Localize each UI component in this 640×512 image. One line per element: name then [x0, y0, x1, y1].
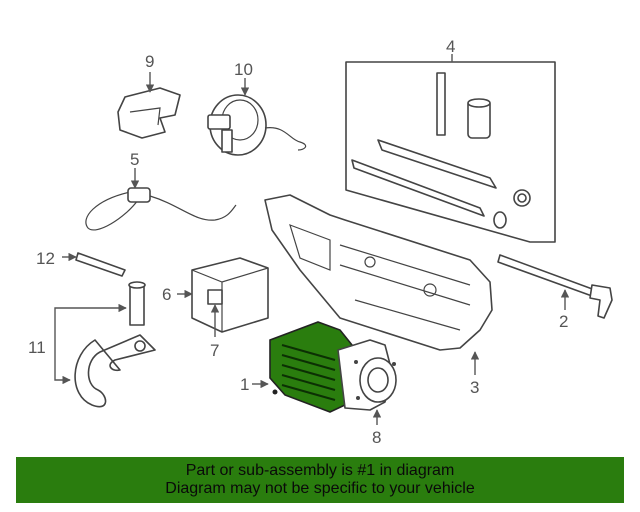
part-9-bracket	[117, 72, 181, 139]
callout-2: 2	[559, 312, 568, 331]
callout-10: 10	[234, 60, 253, 79]
part-12-pin	[62, 252, 126, 277]
part-11-hook	[54, 281, 156, 408]
part-1-winch-highlighted	[252, 321, 353, 413]
callout-6: 6	[162, 285, 171, 304]
callout-5: 5	[130, 150, 139, 169]
callout-8: 8	[372, 428, 381, 447]
callout-11: 11	[28, 338, 46, 357]
callout-7: 7	[210, 341, 219, 360]
callout-12: 12	[36, 249, 55, 268]
callout-3: 3	[470, 378, 479, 397]
part-8-hub	[337, 339, 397, 425]
part-4-kit	[345, 54, 556, 243]
part-2-rod	[497, 254, 613, 319]
part-6-module	[177, 257, 269, 337]
banner-line-2: Diagram may not be specific to your vehi…	[165, 480, 475, 497]
part-3-frame	[264, 194, 493, 375]
callout-1: 1	[240, 375, 249, 394]
part-10-sensor	[207, 78, 307, 156]
callout-9: 9	[145, 52, 154, 71]
part-5-harness	[85, 168, 237, 231]
callout-4: 4	[446, 37, 455, 56]
banner-line-1: Part or sub-assembly is #1 in diagram	[185, 462, 455, 479]
part-notice-banner: Part or sub-assembly is #1 in diagram Di…	[16, 457, 624, 503]
